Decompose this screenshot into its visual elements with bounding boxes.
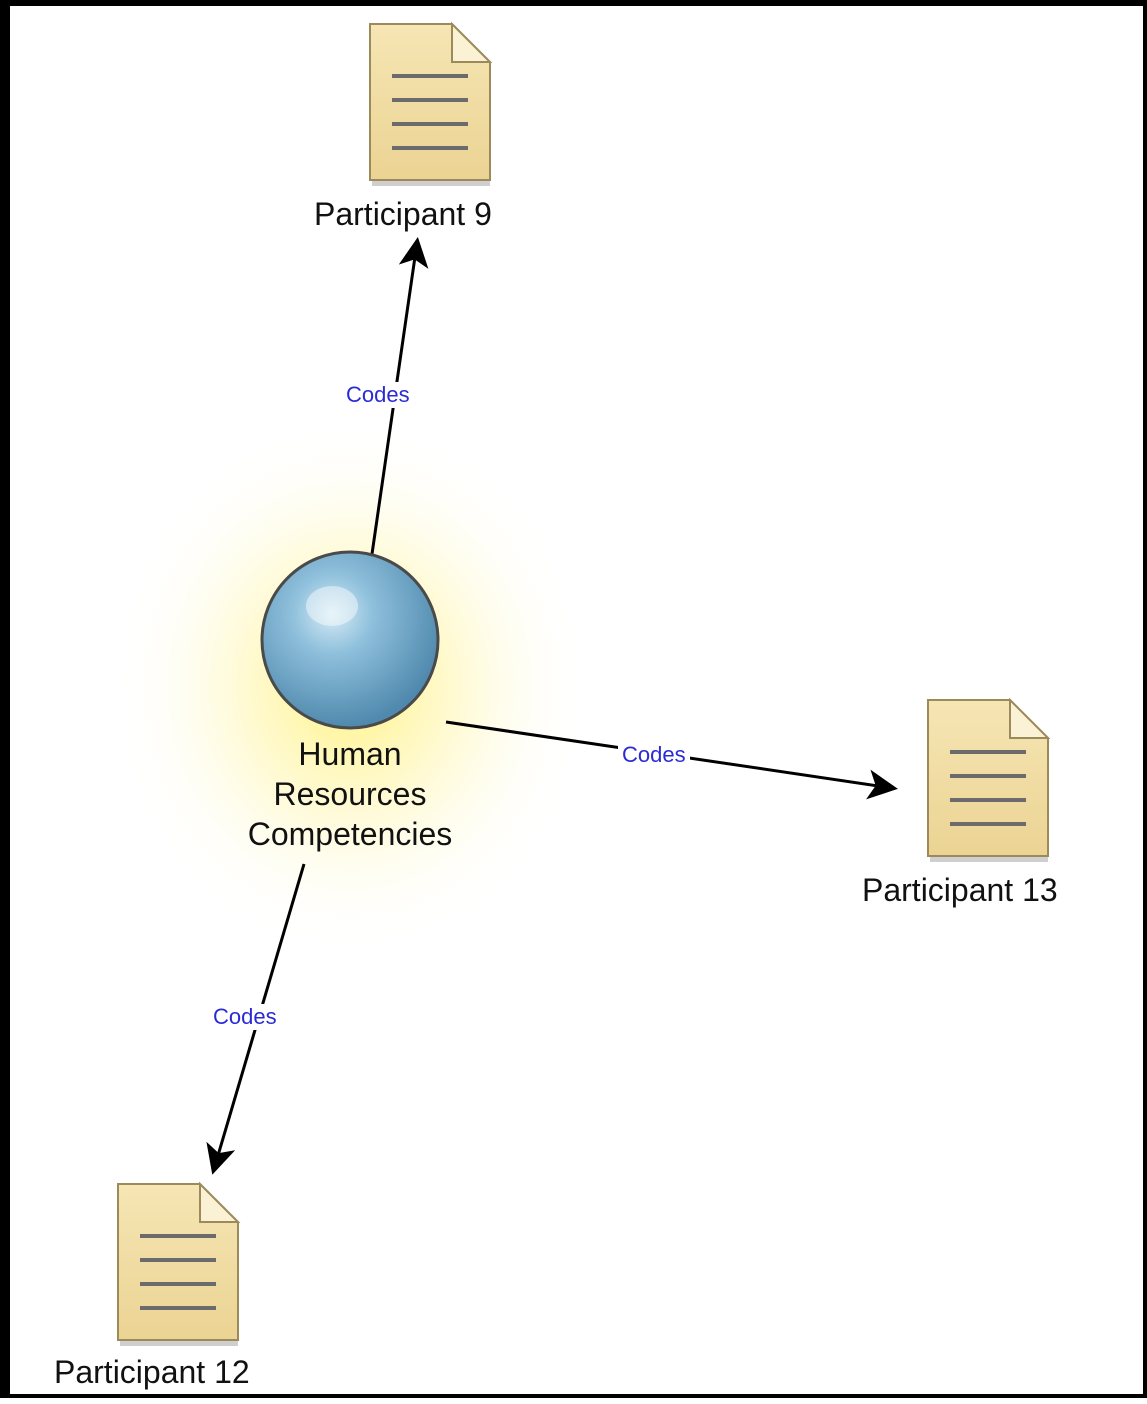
hub-label-line-1: Human: [298, 736, 402, 772]
diagram-canvas: [110, 21, 1051, 1346]
document-icon[interactable]: [369, 21, 493, 186]
edge-label-participant-12[interactable]: Codes: [209, 1004, 281, 1030]
document-icon[interactable]: [117, 1181, 241, 1346]
edge-label-participant-9[interactable]: Codes: [342, 382, 414, 408]
document-icon[interactable]: [927, 697, 1051, 862]
edge-label-participant-13[interactable]: Codes: [618, 742, 690, 768]
sphere-node-icon[interactable]: [260, 550, 440, 730]
hub-label[interactable]: Human Resources Competencies: [210, 734, 490, 854]
hub-label-line-2: Resources: [273, 776, 427, 812]
document-label-participant-12[interactable]: Participant 12: [54, 1354, 250, 1390]
document-label-participant-9[interactable]: Participant 9: [314, 196, 492, 232]
document-label-participant-13[interactable]: Participant 13: [862, 872, 1058, 908]
hub-label-line-3: Competencies: [247, 816, 453, 852]
